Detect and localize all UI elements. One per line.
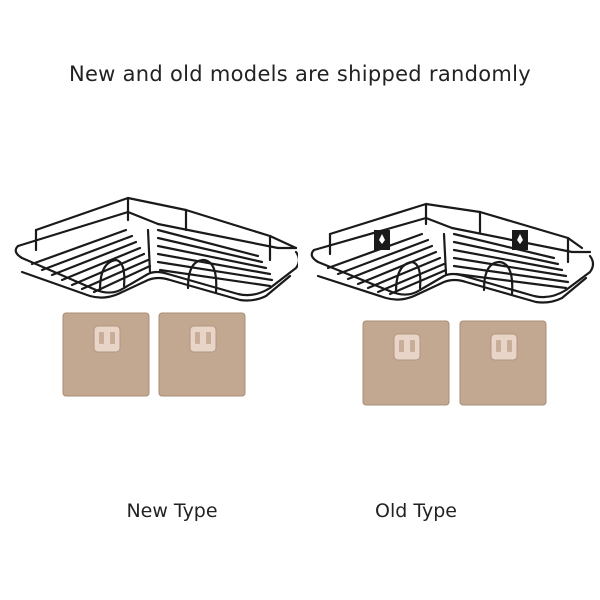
new-type-product <box>8 190 298 415</box>
headline: New and old models are shipped randomly <box>68 62 532 86</box>
adhesive-pad-1 <box>362 320 450 406</box>
adhesive-pad-1 <box>62 312 150 397</box>
mounting-tab-left <box>374 230 390 250</box>
adhesive-pad-2 <box>158 312 246 397</box>
wire-basket <box>310 202 595 304</box>
old-type-product <box>306 190 596 415</box>
adhesive-pad-2 <box>459 320 547 406</box>
corner-shelf-new-image <box>14 196 298 397</box>
new-type-caption: New Type <box>126 500 218 522</box>
old-type-caption: Old Type <box>375 500 457 522</box>
hook-icon <box>93 325 121 353</box>
hook-icon <box>189 325 217 353</box>
hook-icon <box>393 333 421 361</box>
mounting-tab-right <box>512 230 528 250</box>
wire-basket <box>14 196 298 302</box>
hook-icon <box>490 333 518 361</box>
corner-shelf-old-image <box>310 202 595 406</box>
